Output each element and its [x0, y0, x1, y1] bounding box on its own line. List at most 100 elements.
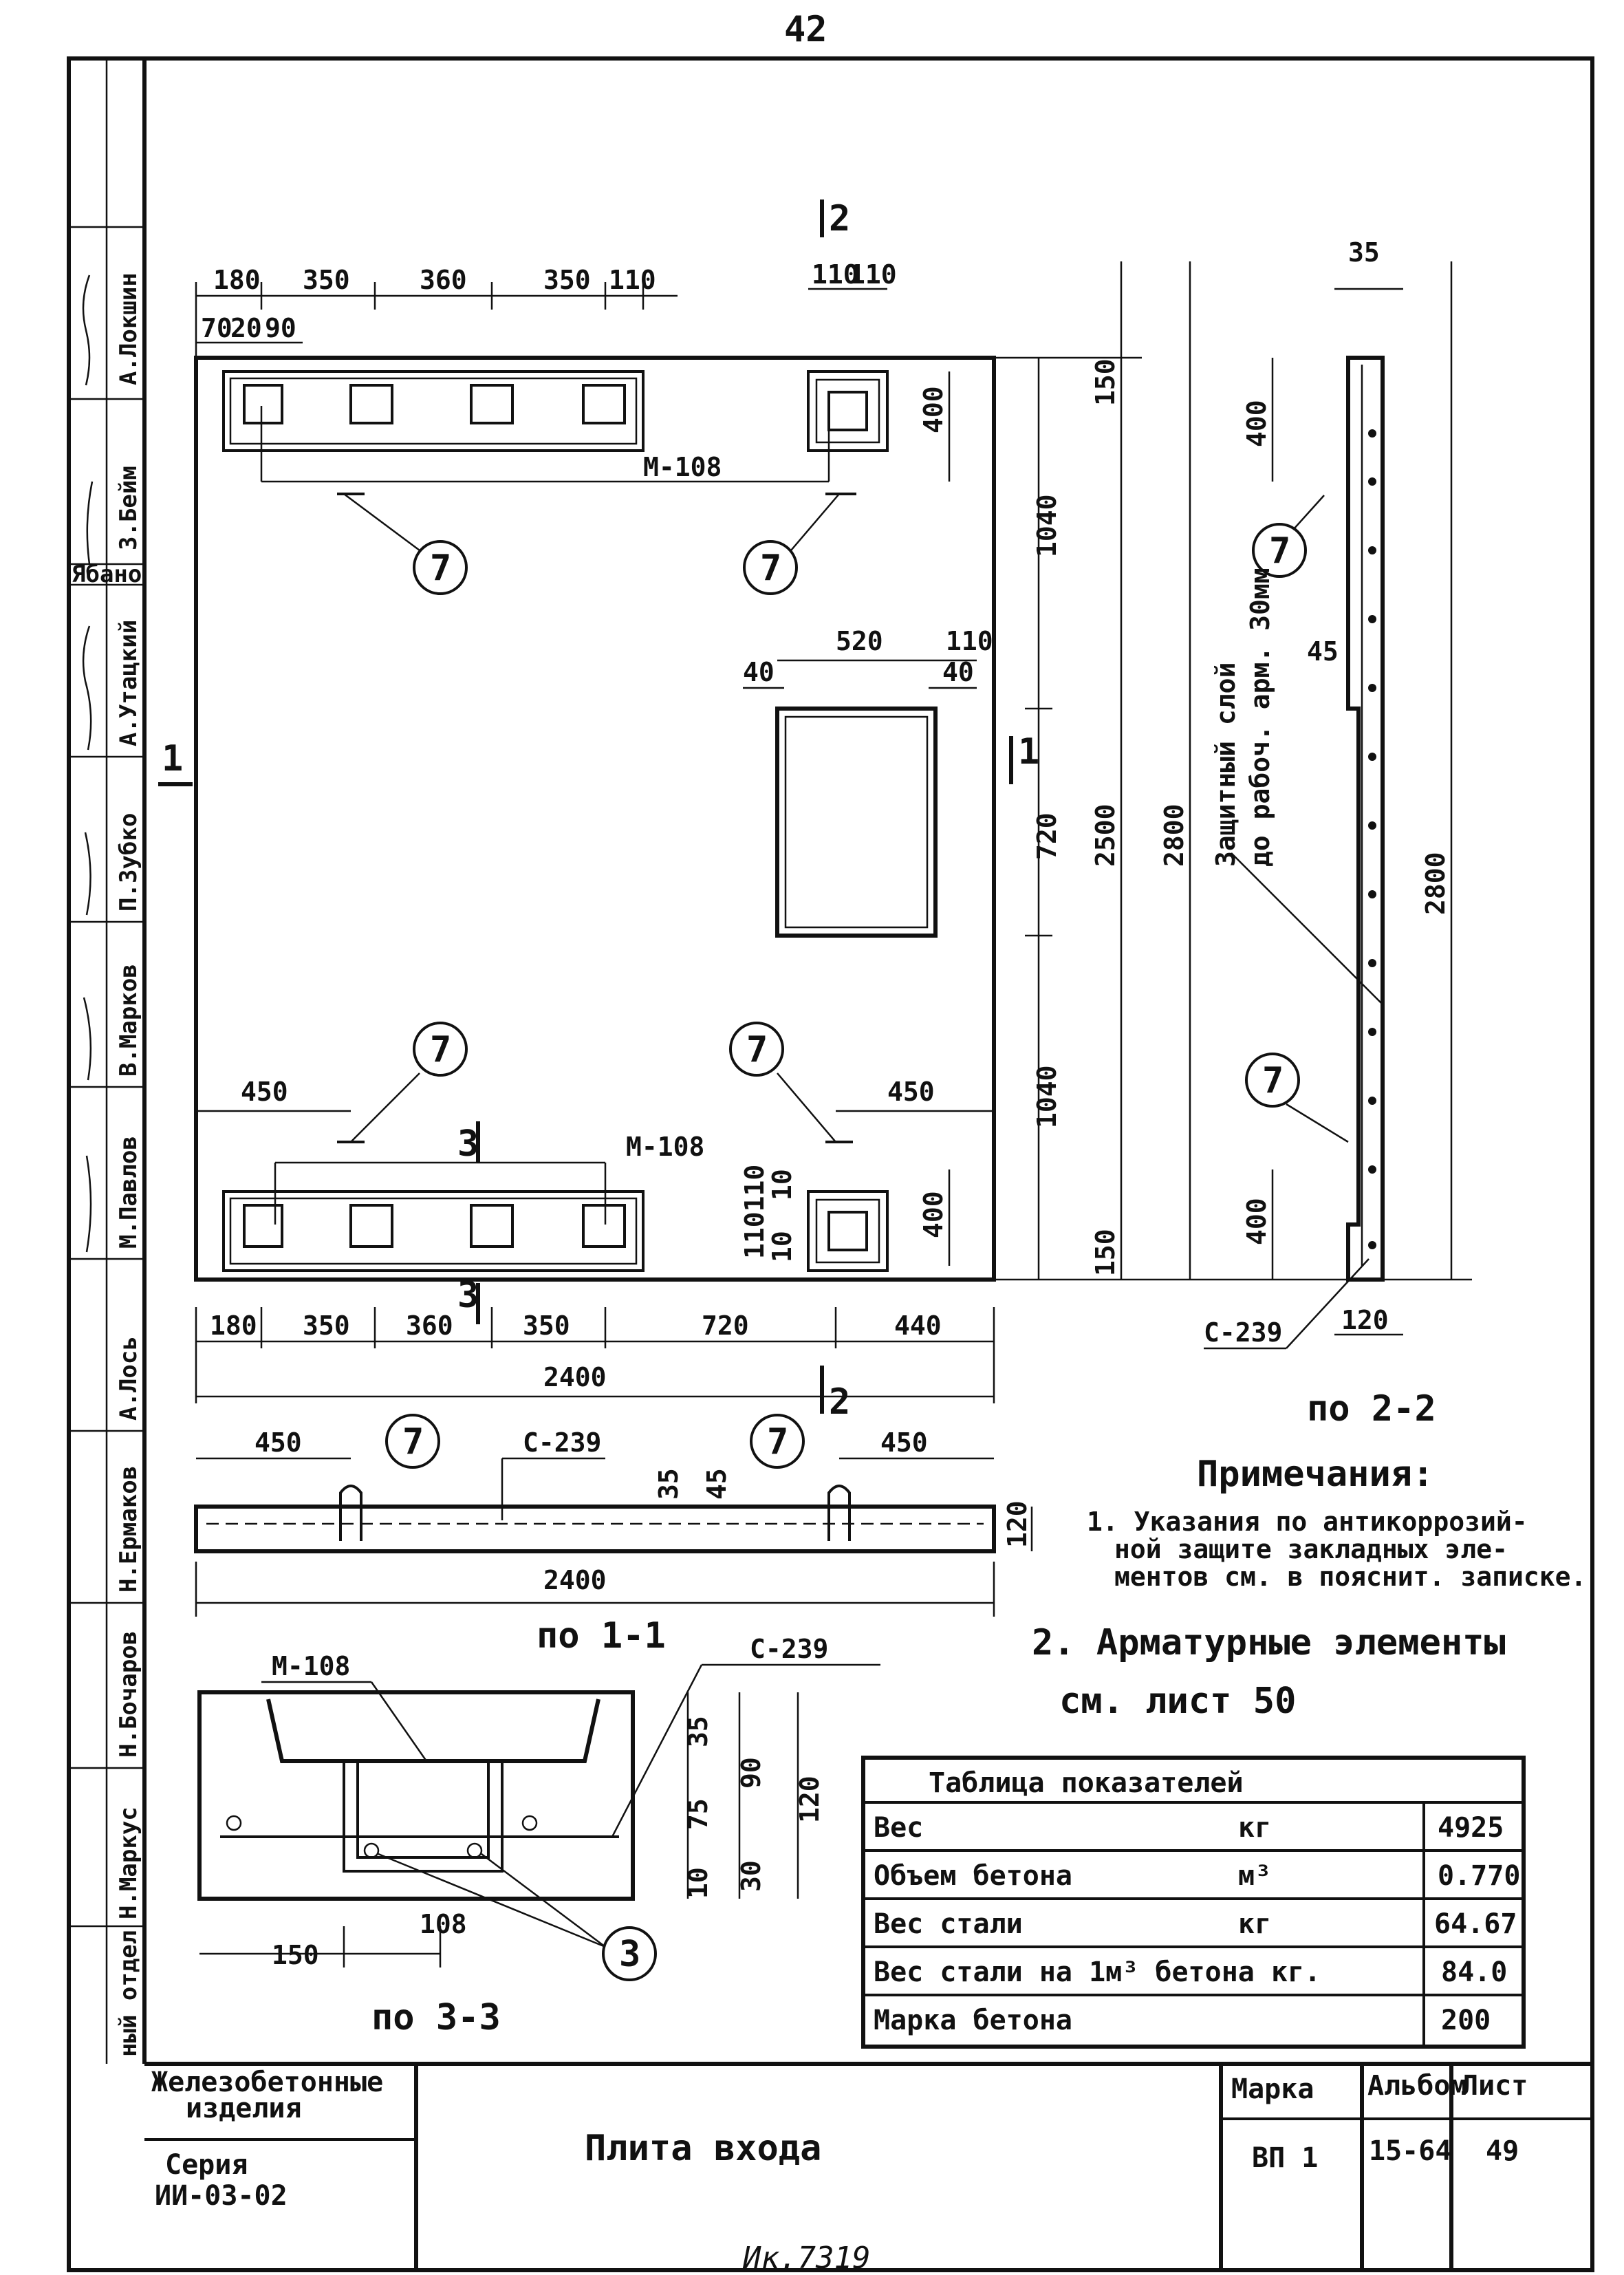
tb-mark-value: ВП 1	[1252, 2142, 1318, 2174]
svg-text:7: 7	[746, 1029, 768, 1070]
sec1-title: по 1-1	[537, 1615, 666, 1657]
callout-7-bottom-right: 7	[729, 1022, 853, 1143]
section-mark-1-right: 1	[1018, 731, 1039, 773]
dim-bottom-1: 180	[210, 1311, 257, 1341]
sec3-dim-10: 10	[683, 1867, 713, 1899]
side-section-title: по 2-2	[1307, 1388, 1436, 1430]
dim-bottom-3: 360	[406, 1311, 453, 1341]
side-dim-35: 35	[1348, 237, 1380, 268]
tb-series-1: Серия	[165, 2149, 248, 2181]
note-line-2: ной защите закладных эле-	[1114, 1534, 1508, 1564]
dim-top-3: 360	[420, 265, 467, 295]
dim-top-sub-2: 20	[230, 313, 262, 343]
side-dim-2800: 2800	[1420, 852, 1451, 915]
opening	[775, 707, 938, 938]
stamp-name-3: Ябано	[72, 561, 142, 588]
stamp-name-8: А.Лось	[115, 1336, 142, 1421]
note-line-5: см. лист 50	[1059, 1681, 1296, 1722]
table-row-1-unit: кг	[1238, 1812, 1271, 1844]
tb-name: Плита входа	[585, 2128, 821, 2169]
notes-heading: Примечания:	[1197, 1454, 1433, 1495]
dim-bottom-4: 350	[523, 1311, 570, 1341]
table-row-4-value: 84.0	[1441, 1956, 1507, 1988]
dim-overall-width: 2400	[543, 1362, 607, 1392]
signature-scribble	[82, 274, 94, 1253]
note-line-4: 2. Арматурные элементы	[1032, 1622, 1506, 1663]
table-row-3-unit: кг	[1238, 1908, 1271, 1940]
side-view-profile	[1346, 356, 1385, 1282]
svg-text:7: 7	[1269, 530, 1290, 572]
sec1-callout-7-right: 7	[750, 1414, 805, 1469]
stamp-name-4: А.Утацкий	[115, 620, 142, 746]
sec1-dim-45: 45	[702, 1468, 732, 1500]
dim-1040-bottom: 1040	[1032, 1065, 1062, 1128]
side-label-c239: С-239	[1204, 1317, 1282, 1348]
dim-opening-40-right: 40	[942, 657, 974, 687]
sec3-dim-35: 35	[683, 1716, 713, 1747]
table-row-1-value: 4925	[1438, 1812, 1504, 1844]
stamp-name-10: Н.Бочаров	[115, 1631, 142, 1758]
note-line-1: 1. Указания по антикоррозий-	[1087, 1507, 1528, 1537]
stamp-name-1: А.Локшин	[115, 272, 142, 385]
dim-2500: 2500	[1090, 804, 1120, 867]
dim-150-top: 150	[1090, 358, 1120, 406]
tb-sheet-value: 49	[1486, 2135, 1519, 2167]
sec3-callout-3: 3	[378, 1853, 657, 1981]
svg-text:3: 3	[619, 1934, 640, 1975]
section-3-3: М-108 С-239 35 75 10 90 30 120 108 150 3…	[197, 1634, 880, 2038]
table-row-5-name: Марка бетона	[874, 2005, 1072, 2036]
section-mark-1-left: 1	[162, 738, 183, 779]
sec1-dim-450-left: 450	[255, 1427, 302, 1458]
svg-text:7: 7	[402, 1421, 424, 1463]
sheet-frame	[67, 56, 1594, 2272]
dim-top-right-1: 110	[812, 259, 859, 290]
note-line-3: ментов см. в пояснит. записке.	[1114, 1562, 1586, 1592]
bottom-embedded-plates	[222, 1161, 889, 1272]
embed-top-label: М-108	[643, 452, 722, 482]
side-view: 35 400 45 Защитный слой до рабоч. арм. 3…	[1204, 237, 1453, 1430]
sec3-dim-150: 150	[272, 1940, 319, 1970]
stamp-name-2: З.Бейм	[115, 466, 142, 550]
callout-7-top-left: 7	[337, 493, 468, 595]
slab-outline	[194, 356, 996, 1282]
opening-inner	[784, 715, 929, 929]
dim-10-lower: 10	[767, 1231, 797, 1262]
table-row-4-name: Вес стали на 1м³ бетона кг.	[874, 1956, 1321, 1988]
table-row-3-name: Вес стали	[874, 1908, 1023, 1940]
tb-category-1: Железобетонные	[151, 2067, 383, 2098]
tb-album-value: 15-64	[1369, 2135, 1451, 2167]
dim-bottom-2: 350	[303, 1311, 350, 1341]
sec3-label-c239: С-239	[750, 1634, 828, 1664]
dim-top-5: 110	[609, 265, 656, 295]
section-mark-2-bottom: 2	[829, 1381, 850, 1423]
side-note-2: до рабоч. арм. 30мм	[1245, 568, 1275, 867]
dim-bottom-6: 440	[894, 1311, 942, 1341]
section-1-1-profile	[194, 1505, 996, 1553]
side-callout-7-top: 7	[1252, 495, 1325, 578]
dim-2800: 2800	[1159, 804, 1189, 867]
sec3-dim-108: 108	[420, 1909, 467, 1939]
title-block: Железобетонные изделия Серия ИИ-03-02 Пл…	[144, 2062, 1592, 2270]
dim-top-4: 350	[543, 265, 591, 295]
sec1-dim-2400: 2400	[543, 1565, 607, 1595]
dim-top-2: 350	[303, 265, 350, 295]
stamp-name-11: Н.Маркус	[115, 1807, 142, 1919]
svg-text:7: 7	[430, 1029, 451, 1070]
side-stamp-column: А.Локшин З.Бейм Ябано А.Утацкий П.Зубко …	[69, 58, 144, 2064]
callout-7-top-right: 7	[743, 493, 856, 595]
section-3-3-outline	[197, 1690, 635, 1901]
table-row-3-value: 64.67	[1434, 1908, 1517, 1940]
sec3-dim-120: 120	[794, 1776, 825, 1823]
table-row-2-unit: м³	[1238, 1860, 1271, 1892]
side-dim-400-top: 400	[1242, 400, 1272, 447]
stamp-name-9: Н.Ермаков	[115, 1466, 142, 1593]
tb-sheet-label: Лист	[1462, 2070, 1528, 2102]
sec3-title: по 3-3	[371, 1997, 501, 2038]
section-1-1: 450 450 С-239 7 7 35 45 120 2400 по 1-1	[194, 1414, 1033, 1657]
table-row-2-name: Объем бетона	[874, 1860, 1072, 1892]
side-dim-45: 45	[1307, 636, 1339, 667]
stamp-name-12: ный отдел	[115, 1930, 142, 2057]
side-note: Защитный слой	[1211, 662, 1241, 867]
dim-450-right: 450	[887, 1077, 935, 1107]
